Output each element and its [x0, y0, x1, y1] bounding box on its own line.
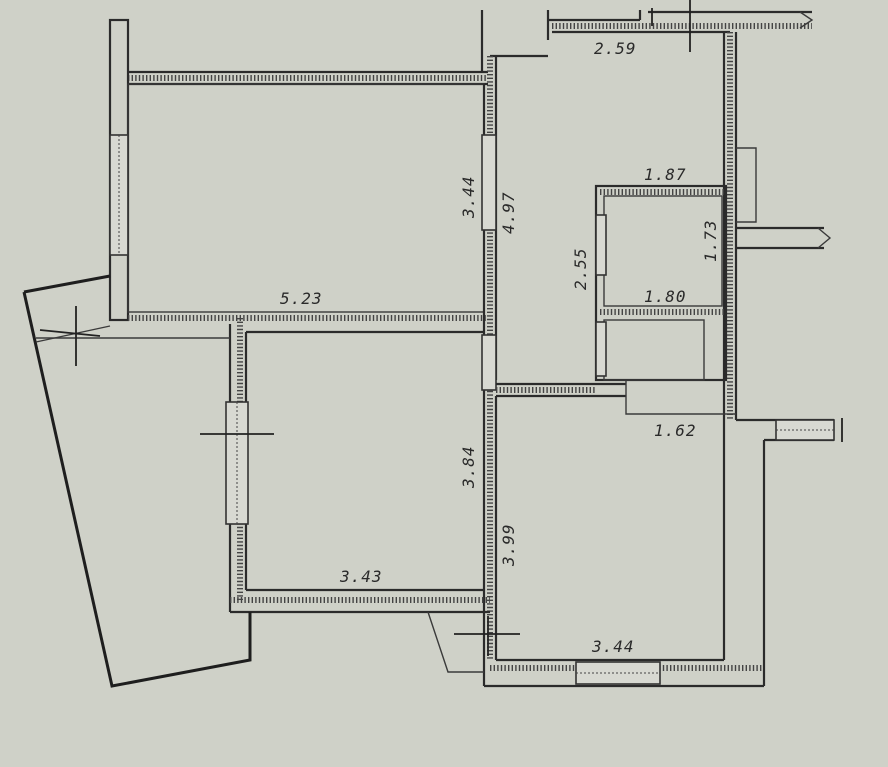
dim-384: 3.84 [459, 445, 478, 489]
dim-344-bottom: 3.44 [591, 637, 635, 656]
dim-344-top: 3.44 [459, 175, 478, 219]
dim-399: 3.99 [499, 523, 518, 567]
room-bottom-right [482, 396, 843, 688]
dim-497: 4.97 [499, 191, 518, 234]
kitchen-divider [496, 380, 736, 415]
dim-162: 1.62 [654, 421, 697, 440]
entry-area [480, 0, 814, 72]
right-wall [722, 32, 832, 420]
bathroom-block [594, 184, 728, 382]
dim-180: 1.80 [644, 287, 687, 306]
middle-wall [481, 56, 498, 660]
dimension-labels: 2.59 1.87 3.44 4.97 1.73 2.55 1.80 5.23 … [280, 39, 720, 656]
small-balcony [427, 611, 520, 673]
dim-173: 1.73 [701, 219, 720, 262]
dim-523: 5.23 [280, 289, 323, 308]
dim-255: 2.55 [571, 247, 590, 290]
dim-187: 1.87 [644, 165, 687, 184]
room-bottom-middle [200, 318, 490, 614]
dim-343: 3.43 [339, 567, 383, 586]
dim-259: 2.59 [594, 39, 637, 58]
room-top-left [108, 18, 488, 322]
balcony [22, 274, 252, 688]
